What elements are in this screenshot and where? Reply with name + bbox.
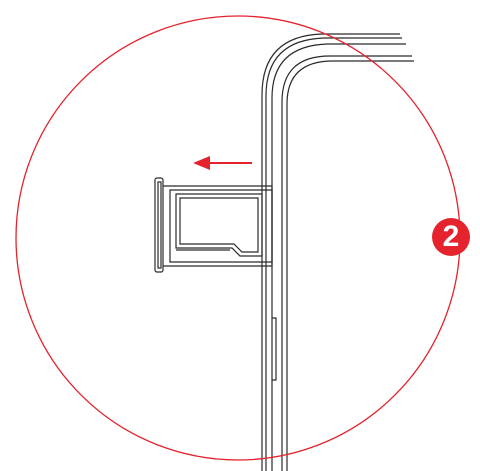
sim-tray-icon [154,177,273,273]
phone-frame-icon [261,33,414,471]
step-number-badge: 2 [432,218,470,256]
arrow-left-icon [193,156,252,170]
zoom-circle [15,15,461,461]
step-number: 2 [442,220,460,253]
